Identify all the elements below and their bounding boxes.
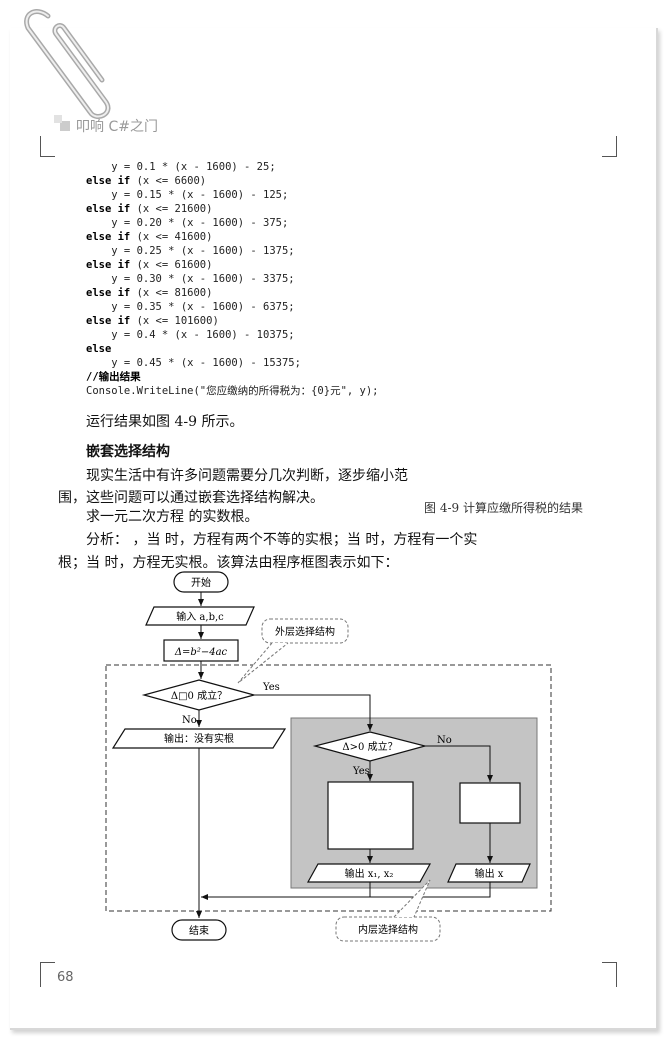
outer-callout-label: 外层选择结构: [275, 625, 335, 638]
arrow-merge-inner: [201, 882, 491, 900]
output-no-roots-parallelogram: [111, 728, 287, 749]
code-line: else if (x <= 81600): [86, 286, 379, 300]
code-line: else if (x <= 21600): [86, 202, 379, 216]
condition-2-yes-label: Yes: [352, 766, 370, 777]
paragraph-1-line-1: 现实生活中有许多问题需要分几次判断，逐步缩小范: [86, 468, 408, 484]
crop-mark-bottom-right: [602, 962, 617, 987]
code-line: Console.WriteLine("您应缴纳的所得税为：{0}元", y);: [86, 384, 379, 398]
paragraph-1-line-2: 围，这些问题可以通过嵌套选择结构解决。: [58, 490, 324, 506]
code-line: else if (x <= 61600): [86, 258, 379, 272]
code-keyword: else if: [86, 175, 131, 187]
figure-caption: 图 4-9 计算应缴所得税的结果: [424, 501, 583, 515]
outer-structure-boundary: [105, 664, 552, 912]
code-text: y = 0.45 * (x - 1600) - 15375;: [86, 357, 301, 369]
code-line: else: [86, 342, 379, 356]
code-keyword: else if: [86, 259, 131, 271]
output-two-roots-label: 输出 x₁, x₂: [345, 867, 394, 880]
crop-mark-top-right: [602, 136, 617, 157]
code-keyword: else if: [86, 231, 131, 243]
code-text: (x <= 21600): [130, 203, 213, 215]
outer-callout-box: [261, 618, 349, 644]
start-label: 开始: [191, 576, 211, 589]
section-title: 嵌套选择结构: [86, 444, 170, 460]
code-text: (x <= 41600): [130, 231, 213, 243]
paragraph-3-line-2: 根；当 时，方程无实根。该算法由程序框图表示如下：: [58, 555, 399, 571]
paragraph-3-line-1: 分析： ，当 时，方程有两个不等的实根；当 时，方程有一个实: [86, 532, 478, 548]
output-two-roots-parallelogram: [306, 863, 432, 883]
code-text: y = 0.4 * (x - 1600) - 10375;: [86, 329, 295, 341]
page-number: 68: [57, 970, 74, 985]
code-line: y = 0.45 * (x - 1600) - 15375;: [86, 356, 379, 370]
arrow-cond2-no: [425, 745, 493, 782]
condition-1-yes-label: Yes: [262, 682, 280, 693]
paragraph-2: 求一元二次方程 的实数根。: [86, 509, 259, 525]
code-text: y = 0.35 * (x - 1600) - 6375;: [86, 301, 295, 313]
code-line: y = 0.15 * (x - 1600) - 125;: [86, 188, 379, 202]
code-line: y = 0.4 * (x - 1600) - 10375;: [86, 328, 379, 342]
code-line: y = 0.20 * (x - 1600) - 375;: [86, 216, 379, 230]
condition-1-label: Δ□0 成立？: [171, 689, 227, 702]
paperclip-icon: [24, 9, 111, 119]
output-one-root-label: 输出 x: [475, 867, 504, 880]
inner-callout-box: [335, 916, 441, 942]
one-root-process-box: [459, 782, 521, 824]
output-one-root-parallelogram: [447, 863, 531, 883]
code-listing: y = 0.1 * (x - 1600) - 25;else if (x <= …: [86, 160, 379, 398]
crop-mark-bottom-left: [40, 962, 55, 987]
condition-2-label: Δ>0 成立？: [342, 740, 397, 753]
end-label: 结束: [189, 924, 209, 937]
code-keyword: else if: [86, 203, 131, 215]
input-parallelogram: [145, 606, 255, 626]
code-line: y = 0.30 * (x - 1600) - 3375;: [86, 272, 379, 286]
code-text: (x <= 61600): [130, 259, 213, 271]
code-line: else if (x <= 41600): [86, 230, 379, 244]
running-header: 叩响 C#之门: [54, 115, 158, 136]
code-line: //输出结果: [86, 370, 379, 384]
header-square-icon: [54, 115, 70, 131]
code-text: (x <= 81600): [130, 287, 213, 299]
header-title: 叩响 C#之门: [76, 119, 158, 135]
code-text: y = 0.15 * (x - 1600) - 125;: [86, 189, 289, 201]
inner-callout-pointer: [393, 879, 431, 918]
code-line: y = 0.25 * (x - 1600) - 1375;: [86, 244, 379, 258]
condition-2-no-label: No: [437, 735, 452, 746]
code-keyword: else if: [86, 315, 131, 327]
crop-mark-top-left: [40, 136, 55, 157]
end-terminal: [171, 919, 227, 941]
code-keyword: //输出结果: [86, 371, 141, 383]
code-keyword: else if: [86, 287, 131, 299]
code-keyword: else: [86, 343, 112, 355]
inner-callout-label: 内层选择结构: [358, 923, 418, 936]
condition-1-no-label: No: [182, 715, 197, 726]
result-line: 运行结果如图 4-9 所示。: [86, 414, 244, 430]
code-line: y = 0.1 * (x - 1600) - 25;: [86, 160, 379, 174]
two-roots-process-box: [327, 781, 414, 850]
code-text: (x <= 6600): [130, 175, 207, 187]
input-label: 输入 a,b,c: [176, 610, 224, 623]
code-text: y = 0.30 * (x - 1600) - 3375;: [86, 273, 295, 285]
code-text: Console.WriteLine("您应缴纳的所得税为：{0}元", y);: [86, 385, 379, 397]
code-line: else if (x <= 101600): [86, 314, 379, 328]
code-line: else if (x <= 6600): [86, 174, 379, 188]
code-text: y = 0.1 * (x - 1600) - 25;: [86, 161, 276, 173]
code-text: (x <= 101600): [130, 315, 219, 327]
output-no-roots-label: 输出：没有实根: [164, 732, 234, 745]
delta-label: Δ=b²−4ac: [174, 647, 228, 658]
code-line: y = 0.35 * (x - 1600) - 6375;: [86, 300, 379, 314]
code-text: y = 0.25 * (x - 1600) - 1375;: [86, 245, 295, 257]
code-text: y = 0.20 * (x - 1600) - 375;: [86, 217, 289, 229]
outer-callout-pointer: [237, 642, 289, 684]
arrow-cond1-yes: [254, 694, 373, 731]
